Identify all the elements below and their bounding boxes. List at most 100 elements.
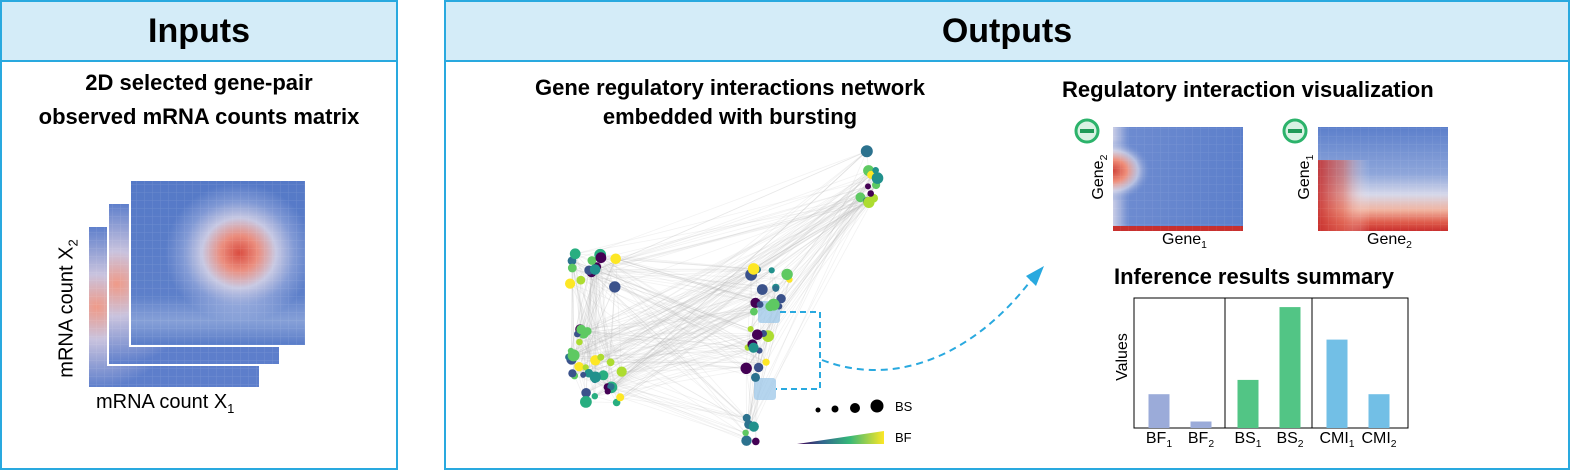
network-edge <box>780 197 875 299</box>
network-edge <box>595 177 878 361</box>
network-edge <box>610 174 872 388</box>
network-edge <box>571 359 747 369</box>
network-node <box>589 264 601 275</box>
network-node <box>752 329 763 341</box>
network-edge <box>611 150 868 388</box>
network-edge <box>746 170 869 419</box>
inputs-panel: Inputs <box>0 0 398 470</box>
network-edge <box>615 258 623 372</box>
network-node <box>762 358 770 366</box>
network-edge <box>587 330 759 368</box>
network-edge <box>571 260 767 363</box>
network-edge <box>571 274 752 360</box>
network-edge <box>572 334 758 374</box>
network-edge <box>600 302 756 358</box>
network-edge <box>585 304 774 368</box>
network-edge <box>572 311 755 374</box>
network-edge <box>572 267 747 419</box>
network-edge <box>786 186 869 275</box>
network-edge <box>620 396 747 419</box>
network-edge <box>574 253 746 434</box>
arrow-head <box>1026 266 1044 286</box>
network-node <box>756 284 768 295</box>
network-edge <box>589 269 758 271</box>
network-edge <box>611 386 746 434</box>
network-edge <box>763 184 877 334</box>
network-edge <box>595 197 874 361</box>
network-edge <box>582 177 878 376</box>
network-edge <box>594 367 759 397</box>
network-edge <box>587 330 754 349</box>
network-node <box>776 294 786 304</box>
legend-color-ramp <box>797 431 884 444</box>
network-edge <box>585 174 872 403</box>
network-edge <box>580 329 756 378</box>
network-edge <box>595 170 869 270</box>
network-edge <box>765 170 877 363</box>
network-edge <box>600 257 746 434</box>
network-edge <box>600 257 754 270</box>
network-node <box>872 167 879 174</box>
network-edge <box>582 169 876 376</box>
network-edge <box>571 267 596 361</box>
inputs-subtitle-line2: observed mRNA counts matrix <box>38 104 360 129</box>
network-edge <box>594 170 869 397</box>
network-edge <box>595 197 874 361</box>
network-edge <box>580 202 870 330</box>
network-edge <box>616 288 777 403</box>
legend-size-label: BS <box>895 399 913 414</box>
network-node <box>595 252 607 264</box>
network-edge <box>574 184 877 377</box>
network-edge <box>595 347 748 361</box>
network-edge <box>595 268 754 270</box>
network-edge <box>595 200 868 270</box>
network-edge <box>574 200 868 377</box>
network-node <box>582 364 589 371</box>
network-edge <box>575 177 878 255</box>
network-edge <box>607 150 868 392</box>
tick-label-cmi2: CMI2 <box>1361 430 1397 451</box>
network-node <box>860 145 873 158</box>
network-edge <box>577 185 869 335</box>
network-edge <box>578 286 616 367</box>
legend-size-dot-3 <box>850 403 860 413</box>
network-node <box>580 371 587 378</box>
network-edge <box>588 269 755 427</box>
network-edge <box>580 268 754 330</box>
network-edge <box>588 269 596 374</box>
network-edge <box>580 279 760 351</box>
network-edge <box>607 333 764 392</box>
network-edge <box>568 311 755 358</box>
network-node <box>740 362 752 374</box>
network-edge <box>591 150 867 273</box>
network-edge <box>580 269 758 281</box>
network-edge <box>582 197 861 376</box>
network-edge <box>583 305 771 334</box>
outputs-panel: Outputs <box>444 0 1570 470</box>
network-edge <box>745 274 752 369</box>
network-edge <box>607 390 747 419</box>
network-edge <box>571 260 573 360</box>
network-node <box>576 275 586 285</box>
network-edge <box>573 197 874 356</box>
chart-frame <box>1133 297 1409 429</box>
network-edge <box>571 193 871 360</box>
network-edge <box>587 331 602 358</box>
network-node <box>747 326 754 332</box>
network-edge <box>588 272 592 374</box>
network-edge <box>581 305 780 330</box>
network-edge <box>580 328 767 363</box>
bar-bf2 <box>1190 421 1212 428</box>
connector-dashed <box>776 311 821 390</box>
network-edge <box>580 329 757 442</box>
network-edge <box>571 269 772 360</box>
network-node <box>568 369 577 378</box>
tick-label-bs2: BS2 <box>1276 430 1304 451</box>
network-edge <box>594 269 758 336</box>
network-node <box>581 388 591 398</box>
network-edge <box>607 269 772 392</box>
network-edge <box>611 347 754 388</box>
network-edge <box>588 270 612 363</box>
network-edge <box>582 254 601 375</box>
